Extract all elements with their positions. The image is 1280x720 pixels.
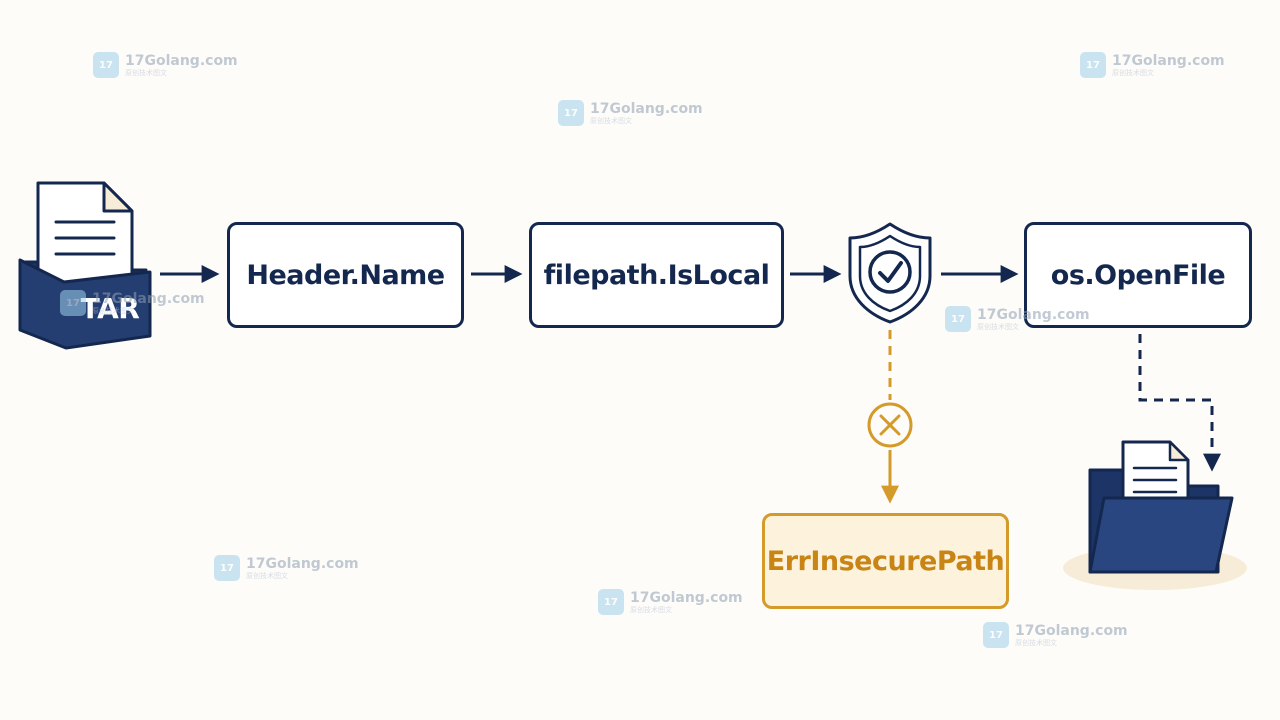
watermark-logo-icon: 17 (60, 290, 86, 316)
watermark-logo-icon: 17 (983, 622, 1009, 648)
watermark-logo-icon: 17 (93, 52, 119, 78)
watermark: 17 17Golang.com 原创技术图文 (60, 290, 205, 316)
watermark: 17 17Golang.com 原创技术图文 (598, 589, 743, 615)
watermark-subtitle: 原创技术图文 (1015, 638, 1057, 647)
watermark-logo-icon: 17 (598, 589, 624, 615)
watermark-logo-icon: 17 (1080, 52, 1106, 78)
os-openfile-label: os.OpenFile (1050, 259, 1226, 291)
watermark-subtitle: 原创技术图文 (92, 306, 134, 315)
watermark-subtitle: 原创技术图文 (125, 68, 167, 77)
watermark-subtitle: 原创技术图文 (977, 322, 1019, 331)
filepath-islocal-node: filepath.IsLocal (529, 222, 784, 328)
tar-label: TAR (80, 292, 140, 325)
watermark: 17 17Golang.com 原创技术图文 (214, 555, 359, 581)
watermark-domain: 17Golang.com (1015, 622, 1128, 639)
tar-archive-icon (18, 181, 152, 350)
os-openfile-node: os.OpenFile (1024, 222, 1252, 328)
err-insecure-path-node: ErrInsecurePath (762, 513, 1009, 609)
watermark-domain: 17Golang.com (977, 306, 1090, 323)
watermark-domain: 17Golang.com (1112, 52, 1225, 69)
watermark-logo-icon: 17 (214, 555, 240, 581)
watermark-domain: 17Golang.com (590, 100, 703, 117)
watermark: 17 17Golang.com 原创技术图文 (558, 100, 703, 126)
watermark-domain: 17Golang.com (92, 290, 205, 307)
output-path-line (1138, 334, 1221, 472)
watermark-logo-icon: 17 (945, 306, 971, 332)
watermark-subtitle: 原创技术图文 (630, 605, 672, 614)
watermark: 17 17Golang.com 原创技术图文 (983, 622, 1128, 648)
watermark-domain: 17Golang.com (246, 555, 359, 572)
watermark-domain: 17Golang.com (630, 589, 743, 606)
watermark-subtitle: 原创技术图文 (1112, 68, 1154, 77)
filepath-islocal-label: filepath.IsLocal (543, 259, 770, 291)
watermark: 17 17Golang.com 原创技术图文 (945, 306, 1090, 332)
header-name-node: Header.Name (227, 222, 464, 328)
header-name-label: Header.Name (246, 259, 445, 291)
watermark-logo-icon: 17 (558, 100, 584, 126)
watermark: 17 17Golang.com 原创技术图文 (1080, 52, 1225, 78)
folder-document-icon (1063, 440, 1247, 590)
watermark: 17 17Golang.com 原创技术图文 (93, 52, 238, 78)
watermark-domain: 17Golang.com (125, 52, 238, 69)
watermark-subtitle: 原创技术图文 (246, 571, 288, 580)
err-insecure-path-label: ErrInsecurePath (766, 545, 1005, 577)
shield-check-icon (848, 222, 932, 324)
circle-x-icon (867, 402, 913, 448)
watermark-subtitle: 原创技术图文 (590, 116, 632, 125)
